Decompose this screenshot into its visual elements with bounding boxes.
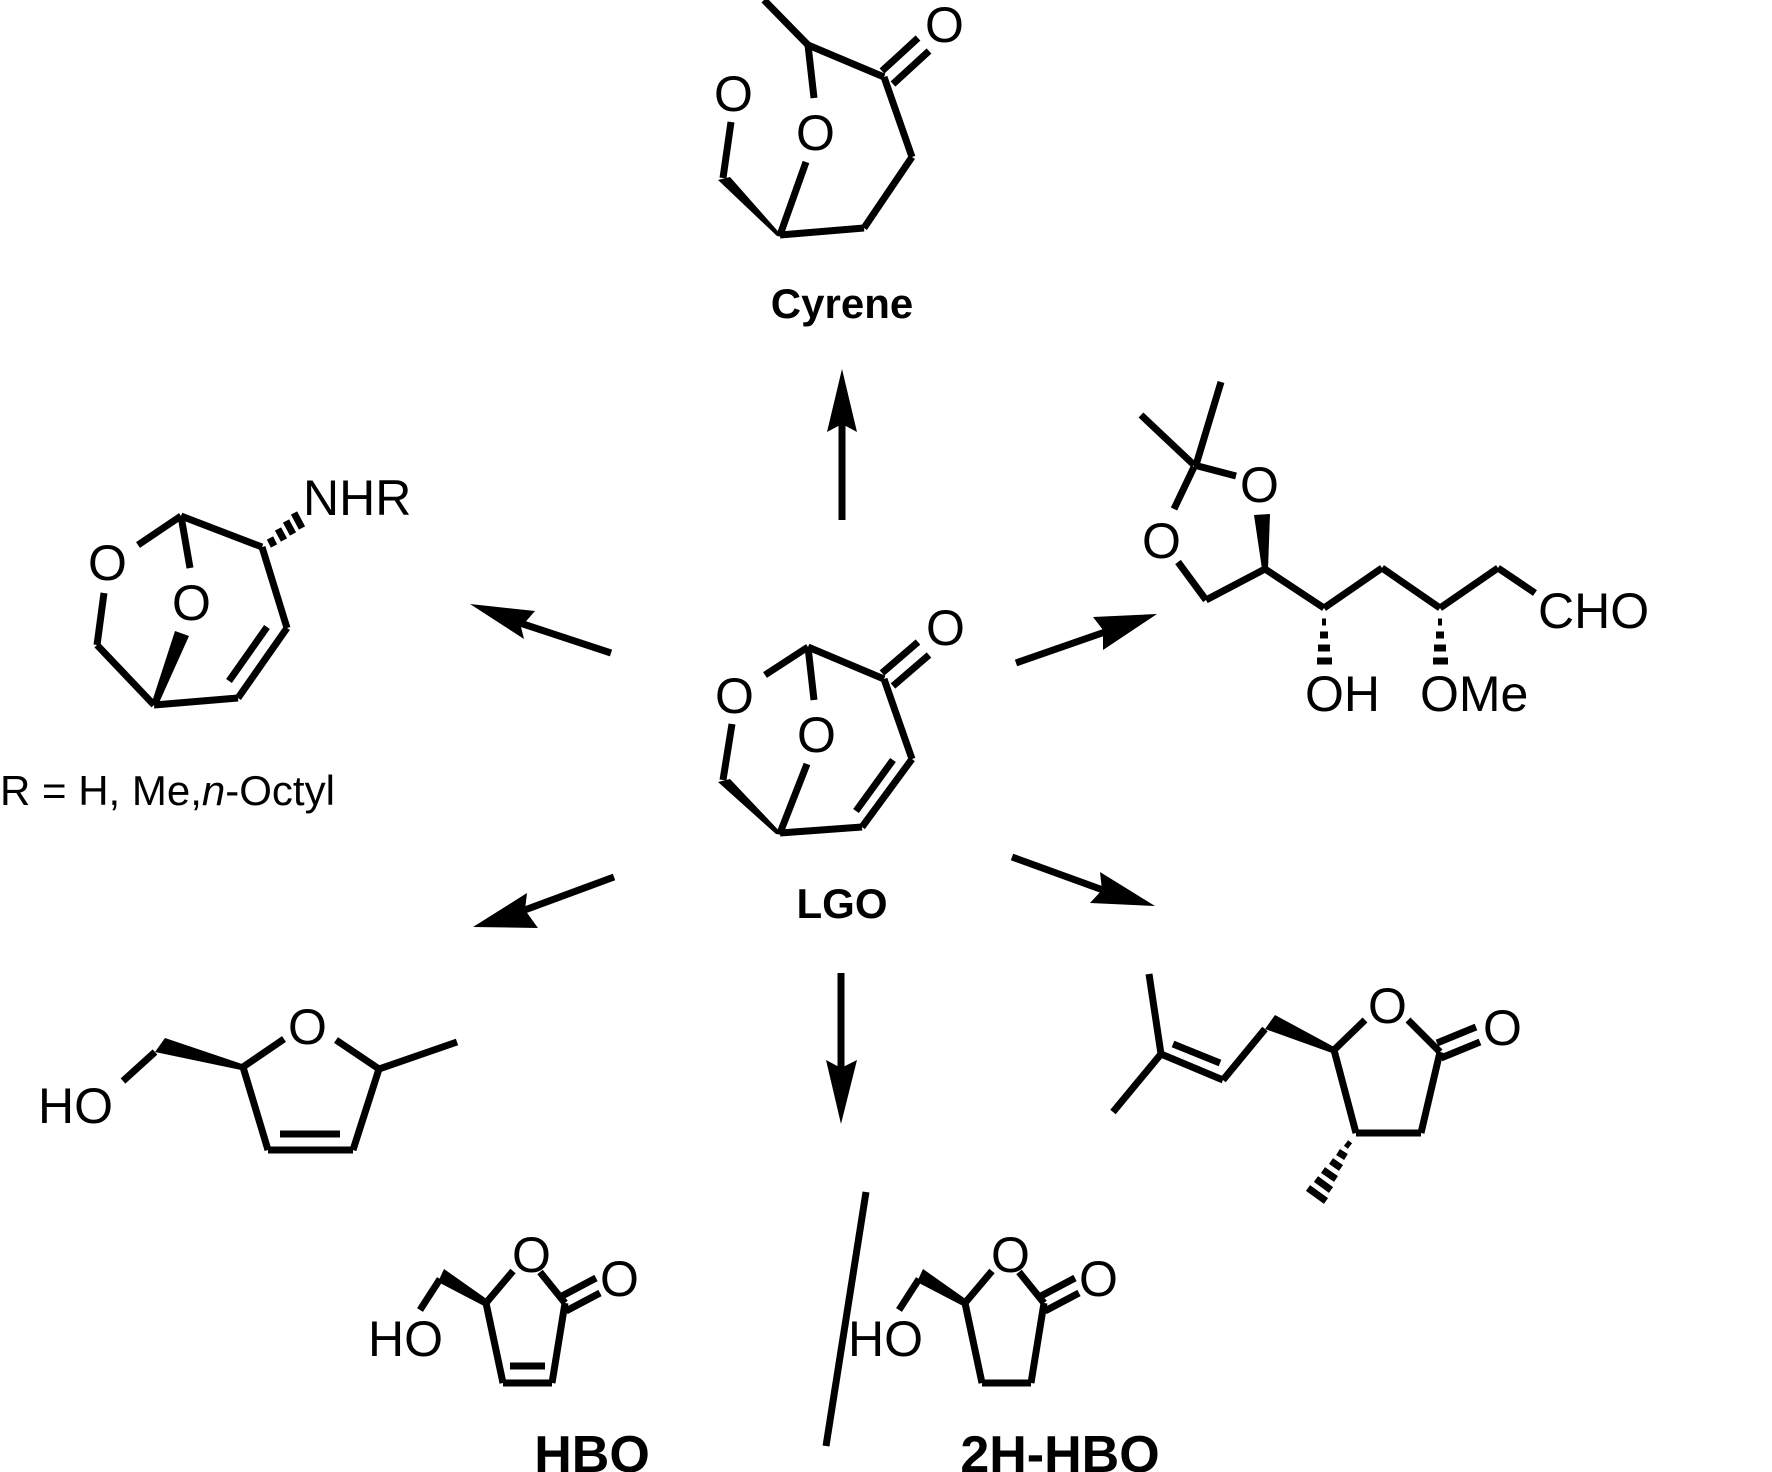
hbo-atom-ho: HO — [368, 1311, 443, 1367]
dihydrofuran-wedge-bond — [155, 1038, 245, 1070]
amino-atom-o-ring: O — [88, 535, 127, 591]
lgo-bonds — [718, 639, 932, 837]
molecule-amino-derivative: O O NHR R = H, Me,n-Octyl — [0, 470, 411, 814]
amino-bonds — [93, 511, 306, 709]
lactone-atom-o-carbonyl: O — [1483, 1000, 1522, 1056]
lactone-hash-bond — [1305, 1140, 1353, 1204]
aldehyde-atom-o2: O — [1142, 513, 1181, 569]
hbo-wedge-bond — [438, 1269, 488, 1306]
lgo-atom-o-bridge: O — [797, 707, 836, 763]
lactone-bonds — [1110, 973, 1482, 1204]
cyrene-wedge-bond — [718, 177, 783, 237]
arrow-to-lactone — [1010, 853, 1155, 906]
molecule-lgo: O O O LGO — [715, 600, 965, 927]
aldehyde-atom-ome: OMe — [1420, 666, 1528, 722]
2h-hbo-bonds — [896, 1268, 1081, 1387]
hbo-atom-o-ring: O — [512, 1227, 551, 1283]
dihydrofuran-atom-ho: HO — [38, 1078, 113, 1134]
cyrene-label: Cyrene — [771, 280, 913, 327]
amino-atom-o-bridge: O — [172, 575, 211, 631]
cyrene-atom-o-bridge: O — [796, 105, 835, 161]
aldehyde-bonds — [1138, 380, 1537, 665]
amino-hash-bond — [266, 511, 306, 548]
cyrene-bonds — [718, 0, 932, 239]
arrow-to-dihydrofuran — [473, 873, 616, 928]
2h-hbo-label: 2H-HBO — [960, 1426, 1159, 1472]
hbo-bonds — [417, 1268, 602, 1387]
aldehyde-atom-o1: O — [1240, 457, 1279, 513]
separator-slash — [822, 1191, 870, 1447]
cyrene-atom-o-carbonyl: O — [925, 0, 964, 53]
aldehyde-atom-oh: OH — [1305, 666, 1380, 722]
dihydrofuran-bonds — [120, 1036, 459, 1154]
molecule-hbo: HO O O HBO — [368, 1227, 650, 1472]
lgo-label: LGO — [797, 880, 888, 927]
cyrene-atom-o-ring: O — [714, 66, 753, 122]
aldehyde-atom-cho: CHO — [1538, 583, 1649, 639]
2h-hbo-wedge-bond — [917, 1269, 967, 1306]
arrow-to-amino-derivative — [470, 604, 613, 657]
amino-atom-nhr: NHR — [303, 470, 411, 526]
molecule-lactone: O O — [1110, 973, 1522, 1204]
molecule-2h-hbo: HO O O 2H-HBO — [848, 1227, 1160, 1472]
amino-wedge-bond — [151, 631, 189, 705]
lgo-atom-o-carbonyl: O — [926, 600, 965, 656]
molecule-dihydrofuran: HO O — [38, 999, 459, 1154]
aldehyde-wedge-bond — [1254, 514, 1270, 569]
arrow-to-aldehyde — [1014, 614, 1157, 667]
lactone-atom-o-ring: O — [1368, 978, 1407, 1034]
2h-hbo-atom-o-carbonyl: O — [1079, 1251, 1118, 1307]
lgo-wedge-bond — [718, 779, 783, 835]
arrow-up-to-cyrene — [827, 369, 857, 520]
lgo-atom-o-ring: O — [715, 668, 754, 724]
hbo-atom-o-carbonyl: O — [600, 1251, 639, 1307]
lactone-wedge-bond — [1265, 1015, 1336, 1053]
hbo-label: HBO — [534, 1426, 650, 1472]
arrow-down-to-hbo — [826, 973, 857, 1124]
2h-hbo-atom-o-ring: O — [991, 1227, 1030, 1283]
aldehyde-hash-ome — [1433, 618, 1448, 665]
2h-hbo-atom-ho: HO — [848, 1311, 923, 1367]
r-group-note: R = H, Me,n-Octyl — [0, 767, 335, 814]
molecule-cyrene: O O O Cyrene — [714, 0, 964, 327]
molecule-aldehyde: O O OH OMe CHO — [1138, 380, 1649, 722]
dihydrofuran-atom-o-ring: O — [288, 999, 327, 1055]
aldehyde-hash-oh — [1317, 618, 1332, 665]
